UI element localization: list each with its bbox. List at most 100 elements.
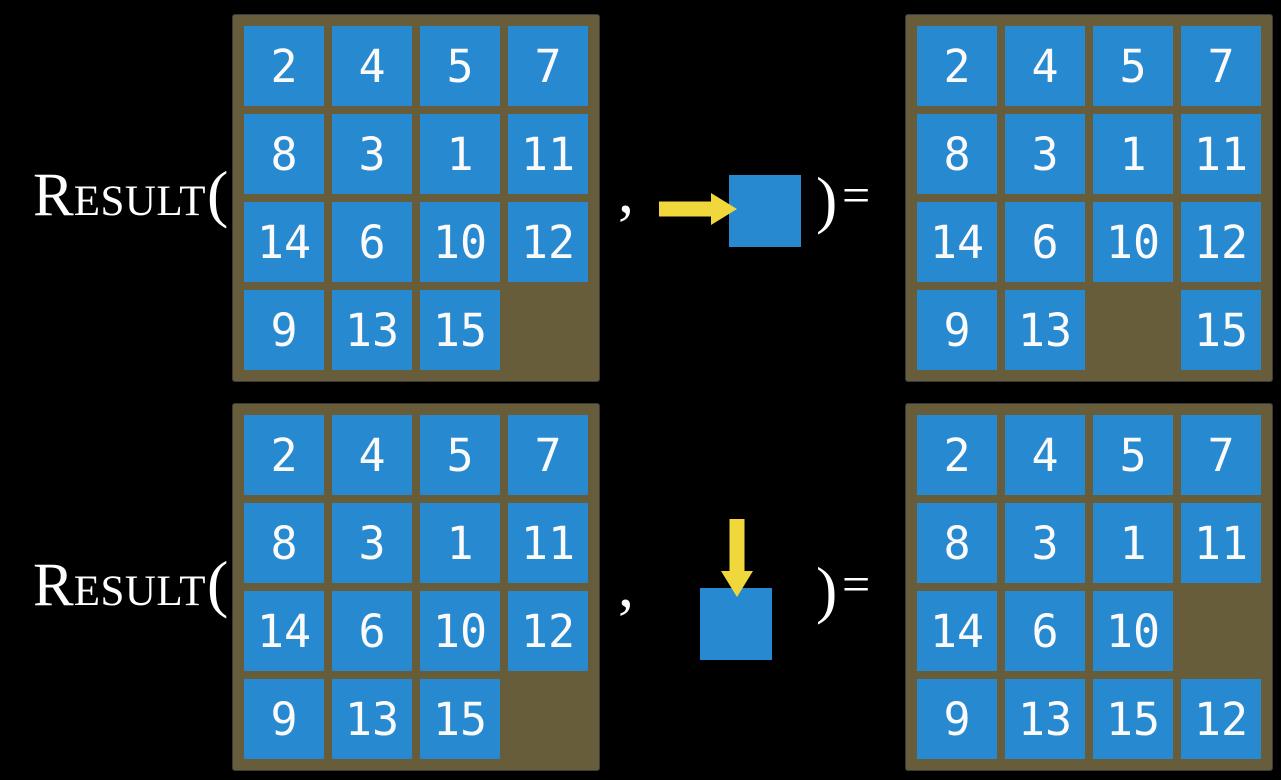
puzzle-tile-4: 4 — [332, 415, 412, 495]
puzzle-tile-7: 7 — [1181, 26, 1261, 106]
tile-number: 12 — [520, 215, 576, 269]
puzzle-tile-8: 8 — [244, 503, 324, 583]
puzzle-tile-9: 9 — [244, 679, 324, 759]
puzzle-tile-14: 14 — [244, 591, 324, 671]
puzzle-tile-3: 3 — [332, 503, 412, 583]
tile-number: 3 — [358, 127, 386, 181]
tile-number: 7 — [534, 39, 562, 93]
move-tile-square — [729, 175, 801, 247]
puzzle-tile-15: 15 — [420, 290, 500, 370]
tile-number: 2 — [943, 428, 971, 482]
tile-number: 8 — [270, 516, 298, 570]
move-tile-square — [700, 588, 772, 660]
puzzle-tile-5: 5 — [1093, 26, 1173, 106]
empty-cell — [508, 679, 588, 759]
tile-number: 15 — [1193, 303, 1249, 357]
puzzle-tile-13: 13 — [332, 290, 412, 370]
tile-number: 11 — [520, 127, 576, 181]
tile-number: 10 — [432, 215, 488, 269]
puzzle-tile-8: 8 — [917, 503, 997, 583]
tile-number: 9 — [270, 692, 298, 746]
tile-number: 11 — [1193, 127, 1249, 181]
tile-number: 11 — [1193, 516, 1249, 570]
tile-number: 14 — [256, 215, 312, 269]
open-paren: ( — [207, 548, 229, 619]
result-label-lead: R — [33, 162, 74, 229]
puzzle-tile-10: 10 — [1093, 591, 1173, 671]
puzzle-tile-12: 12 — [508, 591, 588, 671]
puzzle-tile-9: 9 — [917, 290, 997, 370]
equals-sign: = — [842, 556, 871, 612]
result-function-label: RESULT( — [33, 552, 228, 617]
puzzle-tile-11: 11 — [1181, 503, 1261, 583]
empty-cell — [1181, 591, 1261, 671]
close-paren: ) — [816, 554, 838, 625]
puzzle-tile-15: 15 — [420, 679, 500, 759]
puzzle-tile-10: 10 — [1093, 202, 1173, 282]
puzzle-tile-15: 15 — [1181, 290, 1261, 370]
tile-number: 5 — [1119, 39, 1147, 93]
puzzle-tile-13: 13 — [332, 679, 412, 759]
tile-number: 13 — [1017, 692, 1073, 746]
tile-number: 5 — [1119, 428, 1147, 482]
tile-number: 6 — [358, 215, 386, 269]
tile-number: 1 — [1119, 516, 1147, 570]
tile-number: 1 — [446, 516, 474, 570]
arrow-right-icon — [659, 193, 737, 225]
puzzle-tile-9: 9 — [917, 679, 997, 759]
tile-number: 8 — [270, 127, 298, 181]
tile-number: 2 — [270, 39, 298, 93]
tile-number: 4 — [1031, 428, 1059, 482]
tile-number: 9 — [270, 303, 298, 357]
puzzle-tile-3: 3 — [332, 114, 412, 194]
puzzle-tile-4: 4 — [1005, 26, 1085, 106]
tile-number: 14 — [256, 604, 312, 658]
puzzle-tile-12: 12 — [508, 202, 588, 282]
tile-number: 6 — [1031, 215, 1059, 269]
puzzle-tile-15: 15 — [1093, 679, 1173, 759]
puzzle-tile-14: 14 — [917, 591, 997, 671]
puzzle-tile-10: 10 — [420, 202, 500, 282]
puzzle-tile-1: 1 — [420, 114, 500, 194]
result-label-smallcaps: ESULT — [73, 178, 207, 225]
tile-number: 8 — [943, 516, 971, 570]
puzzle-tile-2: 2 — [244, 415, 324, 495]
puzzle-tile-5: 5 — [420, 26, 500, 106]
tile-number: 4 — [358, 39, 386, 93]
result-function-label: RESULT( — [33, 162, 228, 229]
puzzle-tile-10: 10 — [420, 591, 500, 671]
puzzle-tile-3: 3 — [1005, 503, 1085, 583]
tile-number: 1 — [446, 127, 474, 181]
puzzle-tile-8: 8 — [917, 114, 997, 194]
puzzle-tile-9: 9 — [244, 290, 324, 370]
tile-number: 10 — [432, 604, 488, 658]
comma-separator: , — [618, 549, 634, 620]
puzzle-tile-12: 12 — [1181, 202, 1261, 282]
puzzle-tile-11: 11 — [1181, 114, 1261, 194]
puzzle-tile-1: 1 — [1093, 503, 1173, 583]
tile-number: 10 — [1105, 215, 1161, 269]
puzzle-tile-12: 12 — [1181, 679, 1261, 759]
tile-number: 5 — [446, 39, 474, 93]
tile-number: 15 — [1105, 692, 1161, 746]
puzzle-tile-11: 11 — [508, 114, 588, 194]
tile-number: 7 — [534, 428, 562, 482]
puzzle-tile-8: 8 — [244, 114, 324, 194]
tile-number: 13 — [344, 303, 400, 357]
equals-sign: = — [842, 167, 871, 223]
puzzle-tile-11: 11 — [508, 503, 588, 583]
puzzle-tile-14: 14 — [917, 202, 997, 282]
open-paren: ( — [207, 158, 229, 229]
tile-number: 7 — [1207, 39, 1235, 93]
puzzle-tile-6: 6 — [332, 591, 412, 671]
tile-number: 6 — [358, 604, 386, 658]
tile-number: 2 — [270, 428, 298, 482]
tile-number: 12 — [1193, 215, 1249, 269]
tile-number: 15 — [432, 303, 488, 357]
puzzle-tile-2: 2 — [917, 415, 997, 495]
tile-number: 12 — [520, 604, 576, 658]
